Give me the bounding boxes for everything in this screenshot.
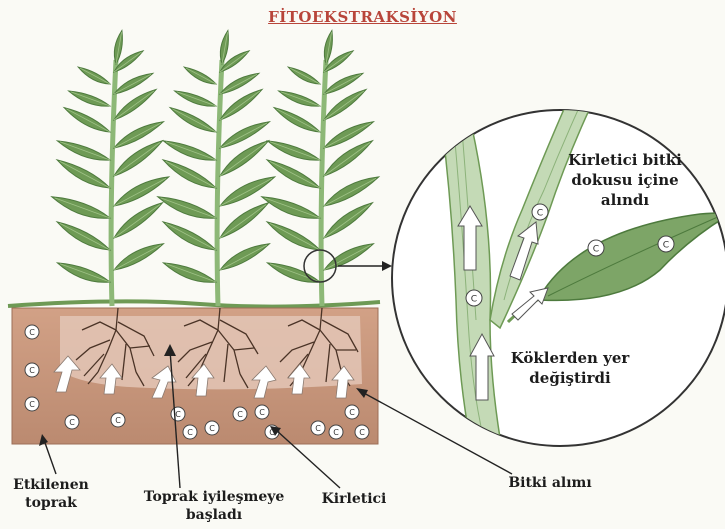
contaminant-soil-9: C bbox=[233, 407, 247, 421]
svg-text:C: C bbox=[209, 424, 215, 433]
plant-3 bbox=[260, 30, 381, 306]
svg-text:C: C bbox=[237, 410, 243, 419]
contaminant-inset-2: C bbox=[466, 290, 482, 306]
contaminant-soil-4: C bbox=[65, 415, 79, 429]
contaminant-soil-7: C bbox=[183, 425, 197, 439]
svg-text:C: C bbox=[663, 239, 669, 250]
contaminant-inset-1: C bbox=[532, 204, 548, 220]
label-plant-uptake: Bitki alımı bbox=[500, 474, 600, 492]
contaminant-soil-1: C bbox=[25, 325, 39, 339]
svg-text:C: C bbox=[333, 428, 339, 437]
svg-text:C: C bbox=[115, 416, 121, 425]
svg-text:C: C bbox=[259, 408, 265, 417]
svg-text:C: C bbox=[471, 293, 477, 304]
contaminant-soil-3: C bbox=[25, 397, 39, 411]
svg-text:C: C bbox=[29, 366, 35, 375]
svg-text:C: C bbox=[537, 207, 543, 218]
label-soil-remediation: Toprak iyileşmeye başladı bbox=[124, 488, 304, 524]
svg-text:C: C bbox=[315, 424, 321, 433]
contaminant-soil-5: C bbox=[111, 413, 125, 427]
plants bbox=[50, 30, 381, 306]
contaminant-soil-8: C bbox=[205, 421, 219, 435]
label-contaminant: Kirletici bbox=[314, 490, 394, 508]
contaminant-inset-4: C bbox=[658, 236, 674, 252]
contaminant-soil-10: C bbox=[255, 405, 269, 419]
svg-text:C: C bbox=[359, 428, 365, 437]
svg-text:C: C bbox=[175, 410, 181, 419]
svg-text:C: C bbox=[187, 428, 193, 437]
contaminant-inset-3: C bbox=[588, 240, 604, 256]
contaminant-soil-12: C bbox=[311, 421, 325, 435]
contaminant-soil-13: C bbox=[329, 425, 343, 439]
contaminant-soil-6: C bbox=[171, 407, 185, 421]
plant-1 bbox=[50, 30, 171, 306]
svg-text:C: C bbox=[349, 408, 355, 417]
label-translocated: Köklerden yer değiştirdi bbox=[510, 348, 630, 388]
leader-affected-soil bbox=[44, 440, 56, 474]
label-absorbed: Kirletici bitki dokusu içine alındı bbox=[560, 150, 690, 210]
svg-text:C: C bbox=[29, 400, 35, 409]
contaminant-soil-15: C bbox=[355, 425, 369, 439]
svg-text:C: C bbox=[69, 418, 75, 427]
svg-text:C: C bbox=[593, 243, 599, 254]
label-affected-soil: Etkilenen toprak bbox=[8, 476, 94, 512]
contaminant-soil-2: C bbox=[25, 363, 39, 377]
plant-2 bbox=[156, 30, 277, 306]
contaminant-soil-14: C bbox=[345, 405, 359, 419]
svg-text:C: C bbox=[29, 328, 35, 337]
